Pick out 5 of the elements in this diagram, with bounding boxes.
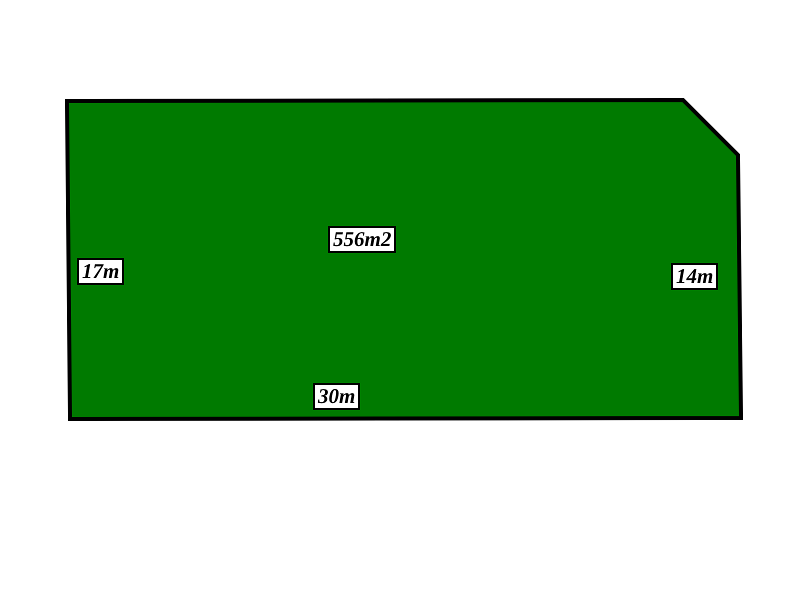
dimension-label: 14m — [671, 263, 718, 290]
dimension-label: 30m — [313, 383, 360, 410]
plot-area — [65, 98, 744, 422]
dimension-label: 17m — [77, 258, 124, 285]
area-label: 556m2 — [328, 226, 396, 253]
